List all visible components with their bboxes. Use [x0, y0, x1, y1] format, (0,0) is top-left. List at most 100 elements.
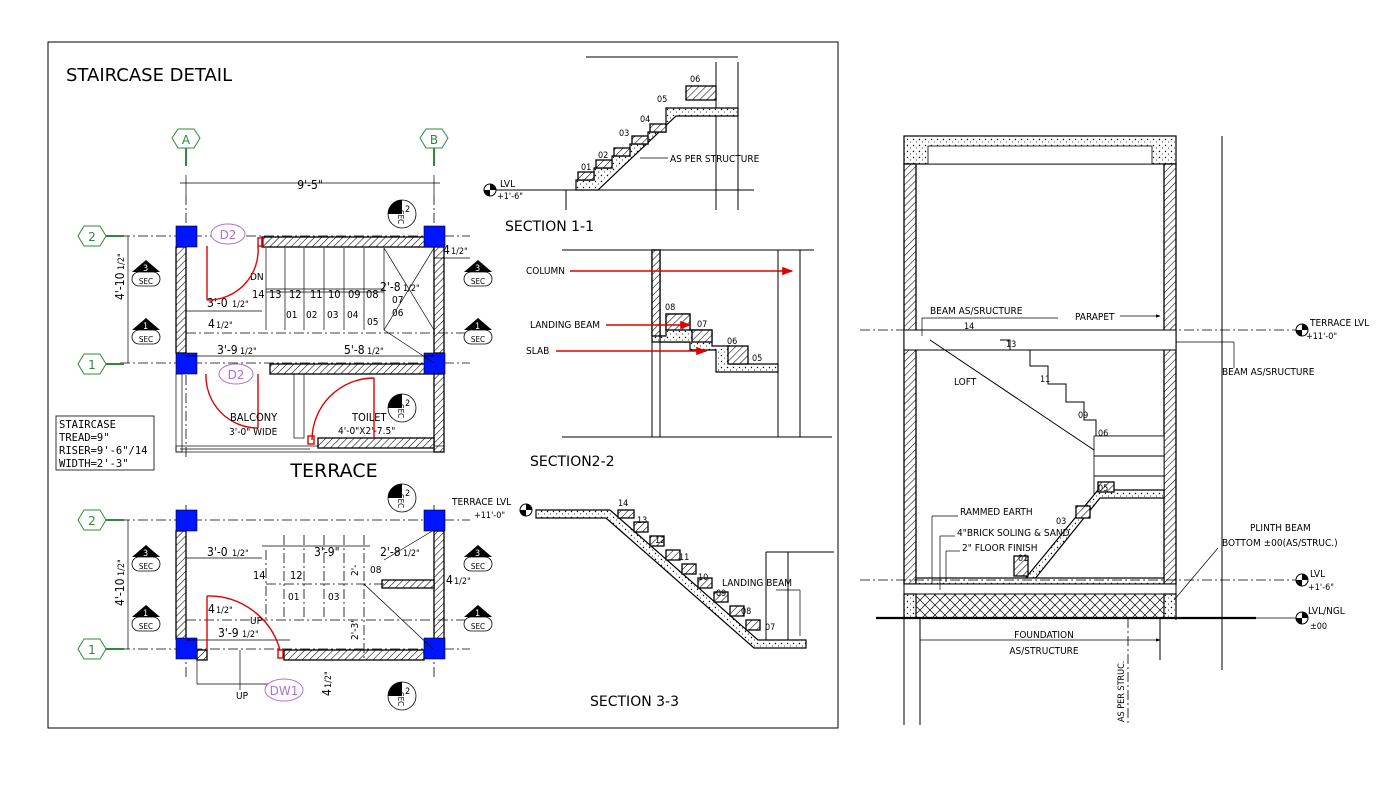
svg-text:06: 06	[1098, 429, 1108, 439]
svg-text:RISER=9'-6"/14: RISER=9'-6"/14	[59, 445, 148, 457]
elevation-section: BEAM AS/SRUCTURE PARAPET 14 13 11 09 06 …	[860, 135, 1369, 725]
grid-bubble-2-top	[77, 225, 107, 247]
sec-marker-3-right-top: 3 SEC	[463, 260, 493, 287]
column-a2-b	[175, 509, 198, 532]
svg-text:±00: ±00	[1310, 622, 1327, 632]
svg-text:4: 4	[443, 243, 450, 257]
svg-text:3: 3	[143, 264, 148, 274]
sec-marker-1-right-bottom: 1 SEC	[463, 605, 493, 632]
svg-text:2: 2	[405, 205, 410, 215]
svg-text:BEAM AS/SRUCTURE: BEAM AS/SRUCTURE	[930, 306, 1023, 317]
svg-text:1/2": 1/2"	[240, 347, 257, 357]
svg-text:LVL/NGL: LVL/NGL	[1308, 606, 1345, 617]
svg-text:14: 14	[618, 499, 628, 509]
svg-text:SEC: SEC	[396, 210, 405, 224]
svg-text:AS PER STRUC.: AS PER STRUC.	[1117, 661, 1127, 722]
svg-text:5'-8: 5'-8	[344, 343, 365, 357]
door-tag-d2-top	[210, 223, 246, 245]
svg-text:4: 4	[208, 602, 215, 616]
svg-text:2: 2	[405, 489, 410, 499]
svg-text:05: 05	[752, 354, 762, 364]
svg-text:SEC: SEC	[471, 562, 485, 571]
grid-bubble-2-bottom	[77, 509, 107, 531]
svg-text:SEC: SEC	[139, 335, 153, 344]
svg-text:3: 3	[475, 549, 480, 559]
section-1-1: 01 02 03 04 05 06 AS PER STRUCTURE LVL +…	[483, 56, 760, 235]
grid-bubble-1-top	[77, 353, 107, 375]
room-label-terrace: TERRACE	[289, 460, 377, 482]
section-2-2: 08 07 06 05 COLUMN LANDING BEAM SLAB SEC…	[526, 249, 832, 470]
svg-text:TERRACE LVL: TERRACE LVL	[451, 497, 511, 508]
svg-text:TREAD=9": TREAD=9"	[59, 432, 110, 444]
svg-text:07: 07	[765, 623, 775, 633]
sec-marker-1-right-top: 1 SEC	[463, 318, 493, 345]
svg-text:3: 3	[143, 549, 148, 559]
sec-marker-2-bottom: SEC 2	[387, 681, 417, 711]
svg-text:SEC: SEC	[471, 335, 485, 344]
svg-text:UP: UP	[250, 616, 263, 627]
svg-text:06: 06	[727, 337, 737, 347]
svg-text:3: 3	[475, 264, 480, 274]
svg-text:2" FLOOR FINISH: 2" FLOOR FINISH	[962, 543, 1038, 554]
svg-text:01: 01	[1018, 554, 1028, 564]
svg-text:11: 11	[679, 553, 689, 563]
svg-text:03: 03	[1056, 517, 1066, 527]
svg-text:14: 14	[253, 569, 266, 582]
svg-text:05: 05	[1098, 484, 1108, 494]
sheet-border	[47, 41, 839, 729]
svg-text:+1'-6": +1'-6"	[1308, 583, 1334, 593]
svg-text:08: 08	[366, 288, 379, 301]
column-b1-b	[423, 637, 446, 660]
svg-text:13: 13	[637, 516, 647, 526]
staircase-spec-box: STAIRCASE TREAD=9" RISER=9'-6"/14 WIDTH=…	[55, 415, 155, 471]
sec-marker-3-left-top: 3 SEC	[131, 260, 161, 287]
svg-text:4: 4	[208, 317, 215, 331]
svg-text:STAIRCASE: STAIRCASE	[59, 419, 116, 431]
svg-text:2'-3": 2'-3"	[350, 619, 361, 640]
grid-bubble-a: A	[171, 128, 201, 166]
sec-marker-3-left-bottom: 3 SEC	[131, 545, 161, 572]
svg-text:03: 03	[328, 592, 339, 603]
column-b2	[423, 225, 446, 248]
svg-text:1/2": 1/2"	[216, 606, 233, 616]
svg-text:14: 14	[252, 288, 265, 301]
svg-text:01: 01	[288, 592, 299, 603]
svg-text:05: 05	[657, 95, 667, 105]
svg-text:1/2": 1/2"	[242, 630, 259, 640]
svg-text:4'-10: 4'-10	[113, 578, 127, 606]
column-a2	[175, 225, 198, 248]
svg-text:TOILET: TOILET	[351, 411, 388, 424]
svg-text:1/2": 1/2"	[454, 577, 471, 587]
svg-text:13: 13	[1006, 340, 1016, 350]
svg-text:+11'-0": +11'-0"	[1306, 332, 1337, 342]
svg-text:BALCONY: BALCONY	[230, 411, 278, 424]
svg-text:09: 09	[1078, 411, 1088, 421]
svg-text:1/2": 1/2"	[117, 559, 127, 576]
sec-marker-1-left-bottom: 1 SEC	[131, 605, 161, 632]
svg-text:06: 06	[392, 308, 404, 319]
svg-text:08: 08	[665, 303, 675, 313]
svg-text:SEC: SEC	[396, 692, 405, 706]
svg-text:SEC: SEC	[396, 404, 405, 418]
svg-text:COLUMN: COLUMN	[526, 266, 565, 277]
svg-text:SEC: SEC	[139, 622, 153, 631]
svg-text:1/2": 1/2"	[451, 247, 468, 257]
svg-text:+1'-6": +1'-6"	[497, 192, 523, 202]
svg-text:03: 03	[327, 310, 338, 321]
svg-text:10: 10	[698, 573, 708, 583]
svg-text:A: A	[182, 133, 191, 147]
svg-text:2: 2	[88, 514, 96, 528]
svg-text:SEC: SEC	[471, 622, 485, 631]
svg-text:4'-0"X2'-7.5": 4'-0"X2'-7.5"	[338, 426, 395, 437]
svg-text:SEC: SEC	[396, 494, 405, 508]
svg-text:03: 03	[619, 129, 629, 139]
svg-text:SLAB: SLAB	[526, 346, 549, 357]
svg-text:04: 04	[347, 310, 359, 321]
svg-text:2'-8: 2'-8	[380, 545, 401, 559]
svg-text:08: 08	[741, 607, 751, 617]
svg-text:LVL: LVL	[500, 179, 515, 190]
svg-text:AS/STRUCTURE: AS/STRUCTURE	[1009, 646, 1079, 657]
svg-text:4: 4	[446, 573, 453, 587]
overall-dim: 9'-5"	[297, 178, 323, 192]
svg-text:AS PER STRUCTURE: AS PER STRUCTURE	[670, 154, 760, 165]
